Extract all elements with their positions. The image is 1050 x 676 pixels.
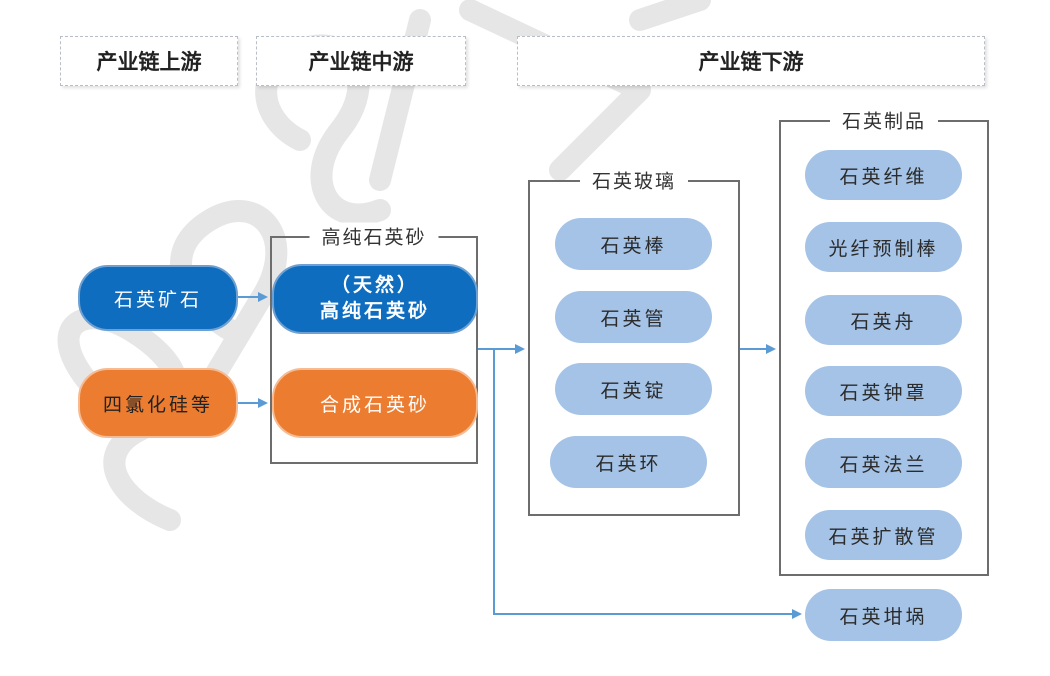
natural-line2: 高纯石英砂	[319, 300, 430, 322]
synthetic-quartz-sand-node: 合成石英砂	[272, 368, 478, 438]
quartz-crucible-label: 石英坩埚	[839, 605, 928, 628]
arrow-sand-to-crucible	[493, 349, 802, 619]
upstream-header-label: 产业链上游	[96, 50, 202, 74]
synthetic-label: 合成石英砂	[319, 393, 430, 416]
silicon-tetrachloride-label: 四氯化硅等	[102, 393, 213, 416]
quartz-ring-node: 石英环	[550, 436, 707, 488]
downstream-header-label: 产业链下游	[698, 50, 804, 74]
quartz-bell-jar-node: 石英钟罩	[805, 366, 962, 416]
quartz-diffusion-tube-label: 石英扩散管	[828, 525, 939, 548]
midstream-header-label: 产业链中游	[308, 50, 414, 74]
upstream-header: 产业链上游	[60, 36, 238, 86]
quartz-boat-node: 石英舟	[805, 295, 962, 345]
quartz-tube-node: 石英管	[555, 291, 712, 343]
high-purity-sand-group-title: 高纯石英砂	[309, 222, 439, 250]
natural-high-purity-sand-node: （天然） 高纯石英砂	[272, 264, 478, 334]
quartz-flange-label: 石英法兰	[839, 453, 928, 476]
quartz-tube-label: 石英管	[600, 307, 667, 330]
midstream-header: 产业链中游	[256, 36, 466, 86]
quartz-crucible-node: 石英坩埚	[805, 589, 962, 641]
silicon-tetrachloride-node: 四氯化硅等	[78, 368, 238, 438]
quartz-rod-label: 石英棒	[600, 234, 667, 257]
quartz-flange-node: 石英法兰	[805, 438, 962, 488]
natural-line1: （天然）	[330, 274, 419, 297]
quartz-diffusion-tube-node: 石英扩散管	[805, 510, 962, 560]
quartz-ore-node: 石英矿石	[78, 265, 238, 331]
fiber-preform-node: 光纤预制棒	[805, 222, 962, 272]
quartz-ingot-node: 石英锭	[555, 363, 712, 415]
quartz-rod-node: 石英棒	[555, 218, 712, 270]
quartz-fiber-label: 石英纤维	[839, 165, 928, 188]
quartz-fiber-node: 石英纤维	[805, 150, 962, 200]
downstream-header: 产业链下游	[517, 36, 985, 86]
quartz-ingot-label: 石英锭	[600, 379, 667, 402]
quartz-ore-label: 石英矿石	[113, 288, 202, 311]
quartz-boat-label: 石英舟	[850, 310, 917, 333]
quartz-products-group-title: 石英制品	[829, 106, 939, 134]
quartz-ring-label: 石英环	[595, 452, 662, 475]
fiber-preform-label: 光纤预制棒	[828, 237, 939, 260]
quartz-glass-group-title: 石英玻璃	[579, 166, 689, 194]
quartz-bell-jar-label: 石英钟罩	[839, 381, 928, 404]
